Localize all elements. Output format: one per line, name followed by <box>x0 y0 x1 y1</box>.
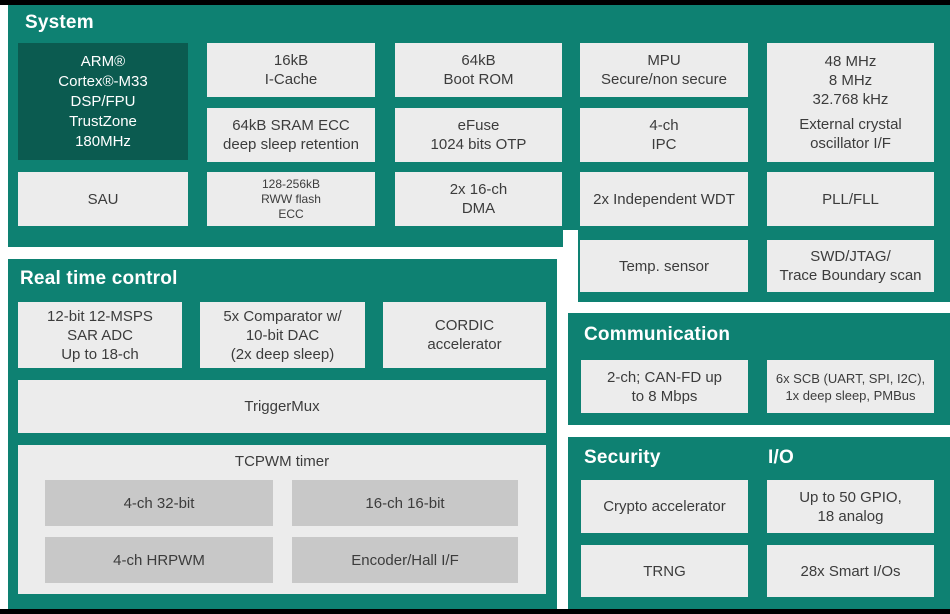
security-box-crypto: Crypto accelerator <box>581 480 748 533</box>
system-box-temp-sensor: Temp. sensor <box>580 240 748 292</box>
rtc-box-trigger-mux: TriggerMux <box>18 380 546 433</box>
tcpwm-box-16ch-16bit: 16-ch 16-bit <box>292 480 518 526</box>
communication-title: Communication <box>584 324 731 345</box>
crystal-oscillator-label: External crystal oscillator I/F <box>799 116 902 152</box>
system-box-sram: 64kB SRAM ECC deep sleep retention <box>207 108 375 162</box>
tcpwm-box-4ch-32bit: 4-ch 32-bit <box>45 480 273 526</box>
system-box-rww-flash: 128-256kB RWW flash ECC <box>207 172 375 226</box>
real-time-control-title: Real time control <box>20 268 178 289</box>
rtc-box-comparator: 5x Comparator w/ 10-bit DAC (2x deep sle… <box>200 302 365 368</box>
system-box-sau: SAU <box>18 172 188 226</box>
bottom-border <box>0 609 950 614</box>
rtc-box-cordic: CORDIC accelerator <box>383 302 546 368</box>
system-box-efuse: eFuse 1024 bits OTP <box>395 108 562 162</box>
system-box-boot-rom: 64kB Boot ROM <box>395 43 562 97</box>
crystal-clock-frequencies: 48 MHz 8 MHz 32.768 kHz <box>812 53 889 108</box>
rtc-box-sar-adc: 12-bit 12-MSPS SAR ADC Up to 18-ch <box>18 302 182 368</box>
system-box-dma: 2x 16-ch DMA <box>395 172 562 226</box>
system-box-arm-core: ARM® Cortex®-M33 DSP/FPU TrustZone 180MH… <box>18 43 188 160</box>
system-box-mpu: MPU Secure/non secure <box>580 43 748 97</box>
io-box-gpio: Up to 50 GPIO, 18 analog <box>767 480 934 533</box>
security-box-trng: TRNG <box>581 545 748 597</box>
security-title: Security <box>584 447 661 468</box>
tcpwm-box-4ch-hrpwm: 4-ch HRPWM <box>45 537 273 583</box>
system-title: System <box>25 12 94 33</box>
system-box-ipc: 4-ch IPC <box>580 108 748 162</box>
system-box-wdt: 2x Independent WDT <box>580 172 748 226</box>
tcpwm-timer-label: TCPWM timer <box>234 453 330 470</box>
system-box-pll-fll: PLL/FLL <box>767 172 934 226</box>
tcpwm-box-encoder-hall: Encoder/Hall I/F <box>292 537 518 583</box>
system-box-swd-jtag: SWD/JTAG/ Trace Boundary scan <box>767 240 934 292</box>
comm-box-scb: 6x SCB (UART, SPI, I2C), 1x deep sleep, … <box>767 360 934 413</box>
system-box-crystal-oscillator: 48 MHz 8 MHz 32.768 kHz External crystal… <box>767 43 934 162</box>
io-title: I/O <box>768 447 794 468</box>
comm-box-can-fd: 2-ch; CAN-FD up to 8 Mbps <box>581 360 748 413</box>
top-border <box>0 0 950 5</box>
io-box-smart-io: 28x Smart I/Os <box>767 545 934 597</box>
system-panel-left-extension <box>8 230 563 247</box>
system-box-icache: 16kB I-Cache <box>207 43 375 97</box>
